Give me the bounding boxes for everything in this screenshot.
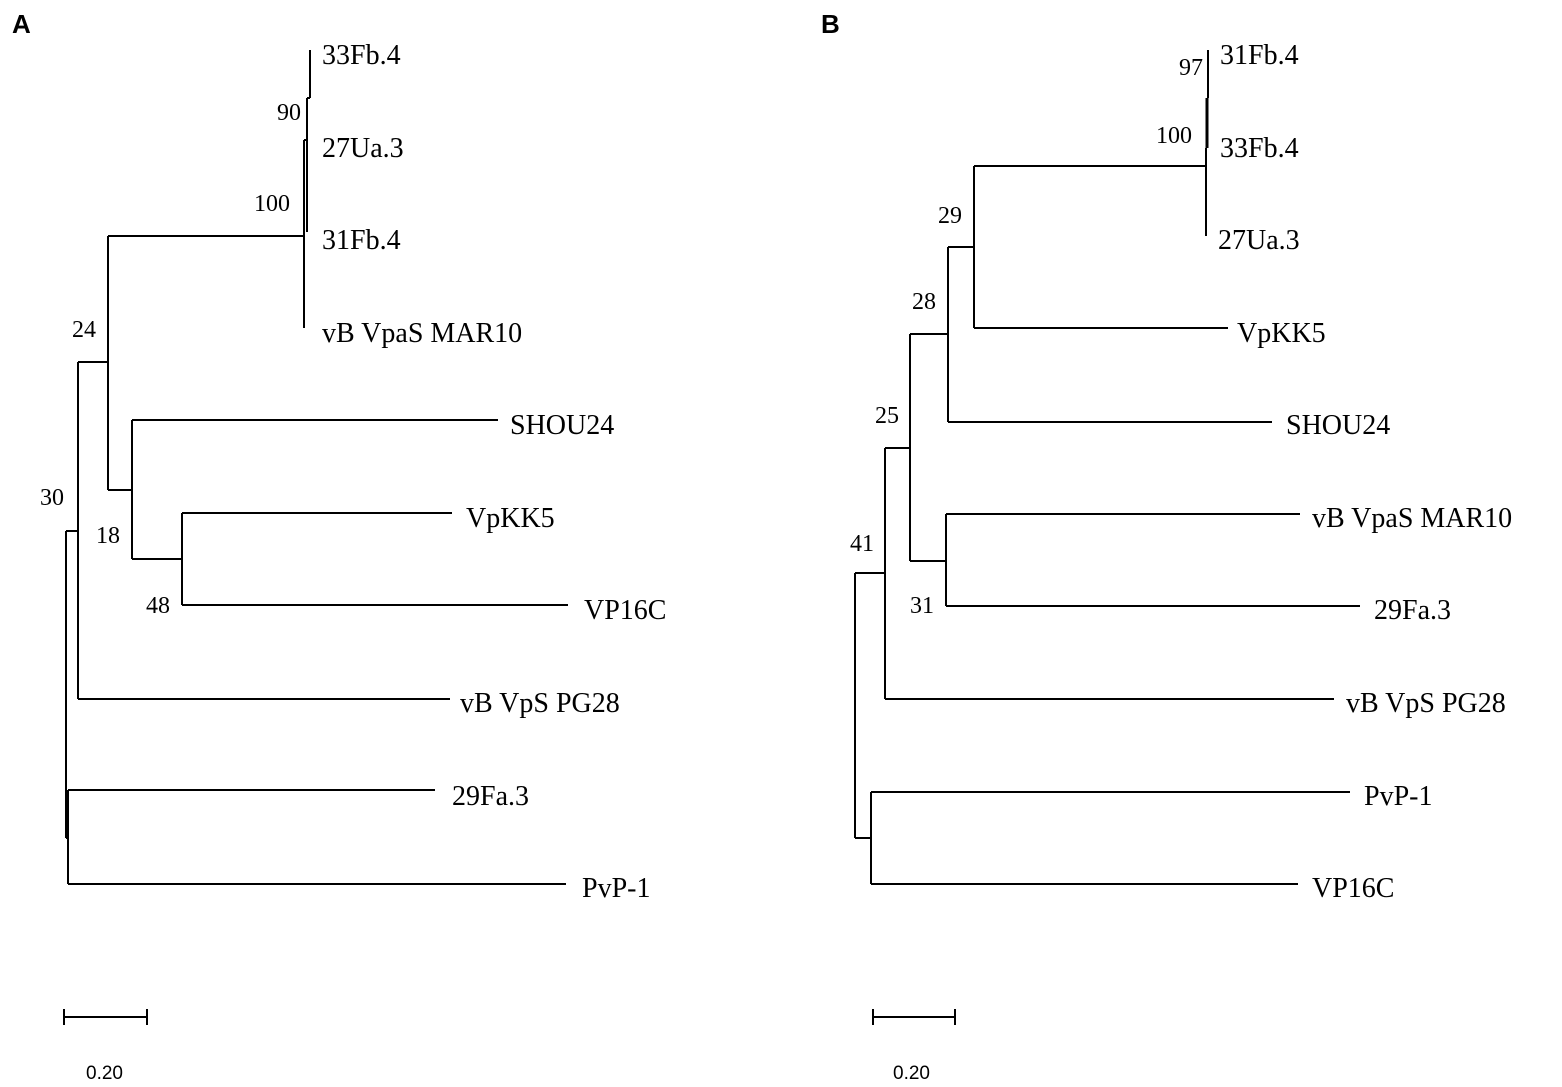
a-taxon-vp16c: VP16C [584,595,666,626]
a-taxon-33fb4: 33Fb.4 [322,40,401,71]
b-bootstrap-100: 100 [1156,123,1192,149]
a-scale-label: 0.20 [86,1063,123,1084]
panel-b-scale-bar: 0.20 [872,1009,956,1084]
b-bootstrap-41: 41 [850,531,874,557]
a-taxon-shou24: SHOU24 [510,410,614,441]
a-taxon-27ua3: 27Ua.3 [322,133,404,164]
b-taxon-pg28: vB VpS PG28 [1346,688,1506,719]
a-bootstrap-100: 100 [254,191,290,217]
panel-b-taxa: 31Fb.4 33Fb.4 27Ua.3 VpKK5 SHOU24 vB Vpa… [1218,40,1512,904]
b-bootstrap-29: 29 [938,203,962,229]
a-bootstrap-18: 18 [96,523,120,549]
b-taxon-shou24: SHOU24 [1286,410,1390,441]
a-taxon-mar10: vB VpaS MAR10 [322,318,522,349]
b-bootstrap-25: 25 [875,403,899,429]
b-bootstrap-31: 31 [910,593,934,619]
b-scale-label: 0.20 [893,1063,930,1084]
panel-b-letter: B [821,9,840,39]
panel-a-taxa: 33Fb.4 27Ua.3 31Fb.4 vB VpaS MAR10 SHOU2… [322,40,666,904]
a-taxon-31fb4: 31Fb.4 [322,225,401,256]
b-taxon-27ua3: 27Ua.3 [1218,225,1300,256]
panel-a-letter: A [12,9,31,39]
panel-a-bootstrap: 90 100 24 18 48 30 [40,100,301,619]
b-taxon-31fb4: 31Fb.4 [1220,40,1299,71]
a-bootstrap-48: 48 [146,593,170,619]
panel-a-scale-bar: 0.20 [63,1009,148,1084]
b-taxon-mar10: vB VpaS MAR10 [1312,503,1512,534]
b-taxon-pvp1: PvP-1 [1364,781,1432,812]
b-taxon-29fa3: 29Fa.3 [1374,595,1451,626]
a-taxon-29fa3: 29Fa.3 [452,781,529,812]
a-taxon-pvp1: PvP-1 [582,873,650,904]
a-bootstrap-24: 24 [72,317,96,343]
b-bootstrap-28: 28 [912,289,936,315]
panel-b: B [821,9,1512,1084]
panel-b-branches [854,50,1360,885]
a-bootstrap-90: 90 [277,100,301,126]
a-taxon-vpkk5: VpKK5 [466,503,555,534]
panel-b-bootstrap: 97 100 29 28 25 31 41 [850,55,1203,619]
b-taxon-vp16c: VP16C [1312,873,1394,904]
panel-a-branches [65,50,568,885]
a-taxon-pg28: vB VpS PG28 [460,688,620,719]
a-bootstrap-30: 30 [40,485,64,511]
b-bootstrap-97: 97 [1179,55,1203,81]
b-taxon-vpkk5: VpKK5 [1237,318,1326,349]
panel-a: A [12,9,666,1084]
b-taxon-33fb4: 33Fb.4 [1220,133,1299,164]
